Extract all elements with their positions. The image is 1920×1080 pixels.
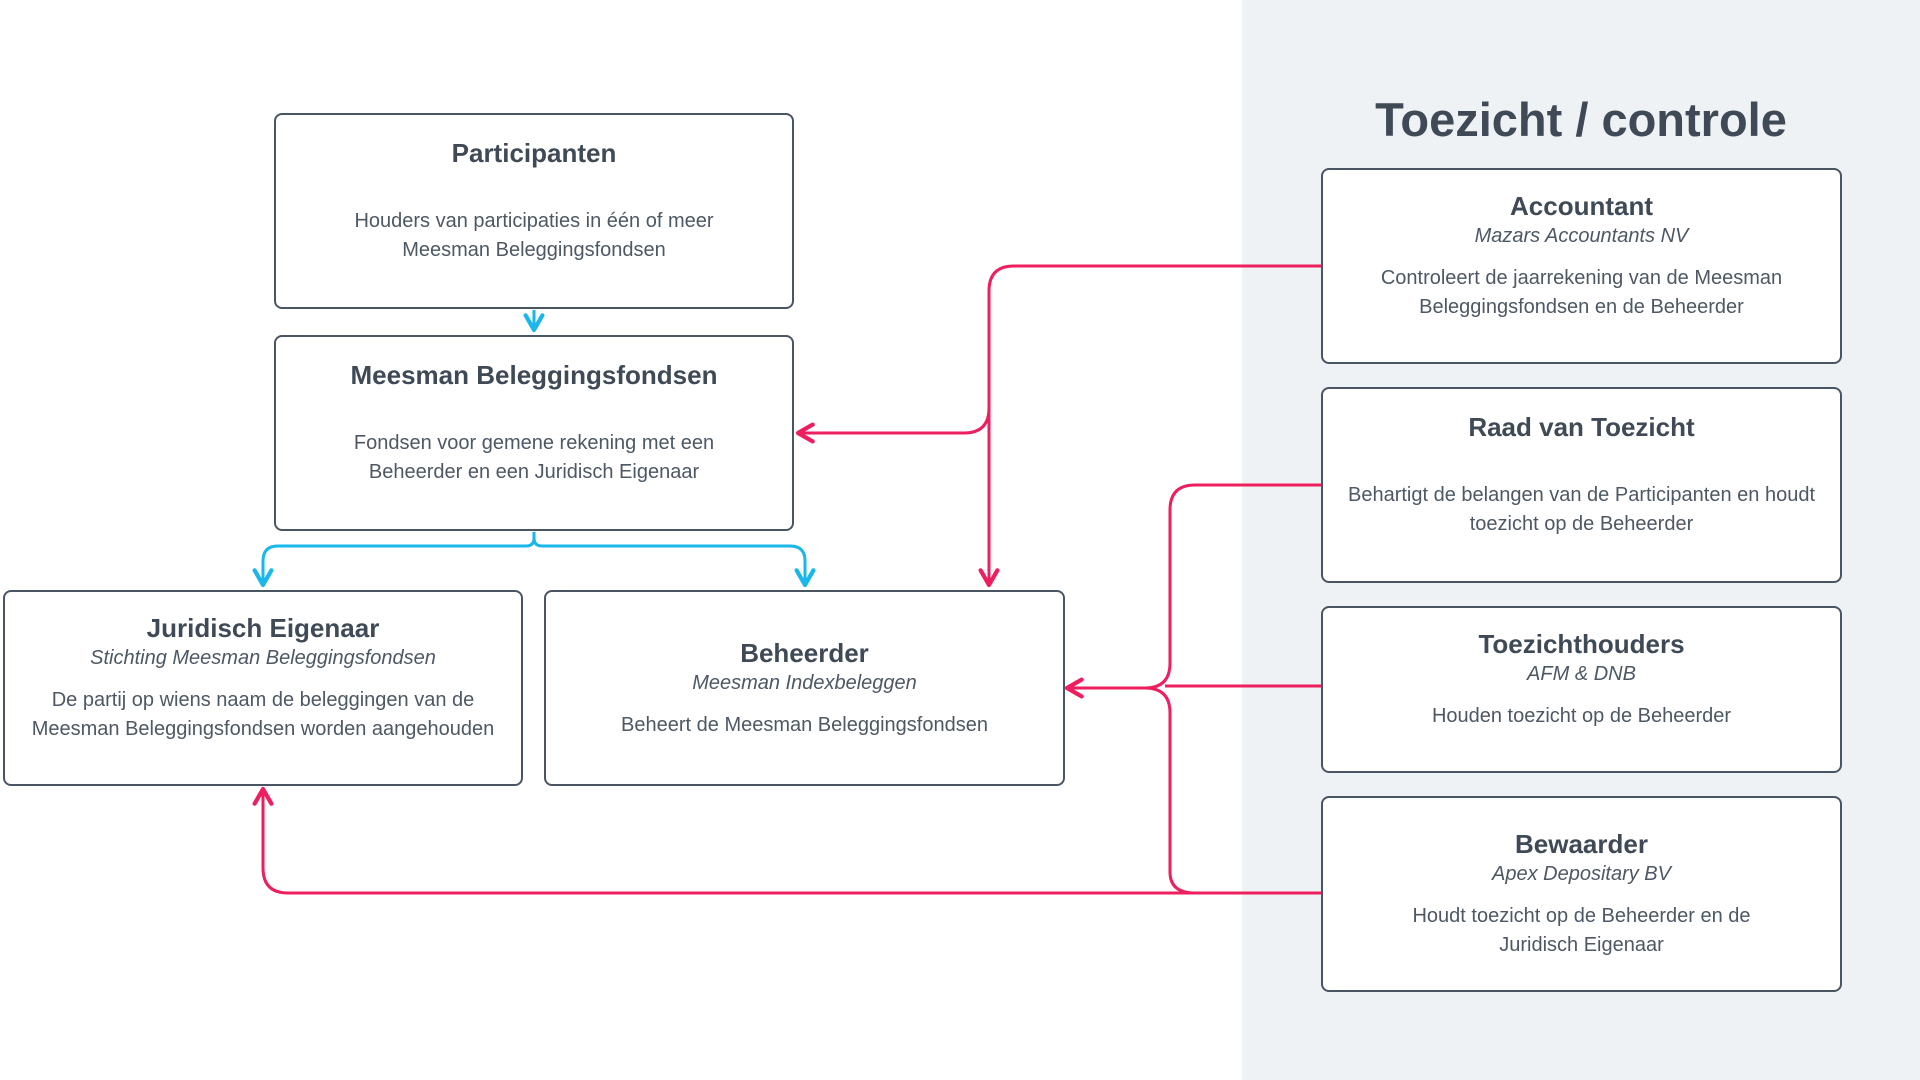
participanten-title: Participanten [451,138,617,168]
panel-title: Toezicht / controle [1375,93,1787,146]
toezichthouders-description: Houden toezicht op de Beheerder [1431,705,1732,727]
fondsen-description: Fondsen voor gemene rekening met een Beh… [353,432,715,483]
beheerder-box: Beheerder Meesman Indexbeleggen Beheert … [544,590,1065,786]
bewaarder-subtitle: Apex Depositary BV [1492,863,1671,885]
bewaarder-title: Bewaarder [1515,829,1648,859]
beheerder-description: Beheert de Meesman Beleggingsfondsen [621,714,988,736]
arrow-fondsen-to-juridisch [252,532,536,588]
juridisch-eigenaar-description: De partij op wiens naam de beleggingen v… [31,689,495,740]
fondsen-title: Meesman Beleggingsfondsen [350,360,718,390]
bewaarder-box: Bewaarder Apex Depositary BV Houdt toezi… [1321,796,1842,992]
accountant-title: Accountant [1510,191,1653,221]
arrow-fondsen-to-beheerder [532,537,816,588]
juridisch-eigenaar-box: Juridisch Eigenaar Stichting Meesman Bel… [3,590,523,786]
arrow-bewaarder-to-juridisch [1168,871,1321,895]
participanten-box: Participanten Houders van participaties … [274,113,794,309]
accountant-description: Controleert de jaarrekening van de Meesm… [1380,267,1783,318]
accountant-box: Accountant Mazars Accountants NV Control… [1321,168,1842,364]
bewaarder-description: Houdt toezicht op de Beheerder en de Jur… [1412,905,1751,956]
arrow-accountant-to-fondsen [795,407,991,444]
toezichthouders-subtitle: AFM & DNB [1527,663,1636,685]
juridisch-eigenaar-subtitle: Stichting Meesman Beleggingsfondsen [90,647,436,669]
toezichthouders-title: Toezichthouders [1478,629,1685,659]
beheerder-title: Beheerder [740,638,869,668]
juridisch-eigenaar-title: Juridisch Eigenaar [146,613,380,643]
beheerder-subtitle: Meesman Indexbeleggen [692,672,917,694]
arrow-bewaarder-to-beheerder [1144,686,1172,872]
participanten-description: Houders van participaties in één of meer… [354,210,714,261]
arrow-accountant-to-beheerder [978,264,1321,588]
arrow-bewaarder-to-juridisch-lower [252,786,1195,895]
raad-van-toezicht-box: Raad van Toezicht Behartigt de belangen … [1321,387,1842,583]
raad-van-toezicht-description: Behartigt de belangen van de Participant… [1347,484,1816,535]
accountant-subtitle: Mazars Accountants NV [1474,225,1689,247]
raad-van-toezicht-title: Raad van Toezicht [1468,412,1695,442]
toezichthouders-box: Toezichthouders AFM & DNB Houden toezich… [1321,606,1842,773]
fondsen-box: Meesman Beleggingsfondsen Fondsen voor g… [274,335,794,531]
arrow-raad-to-beheerder [1064,483,1321,699]
